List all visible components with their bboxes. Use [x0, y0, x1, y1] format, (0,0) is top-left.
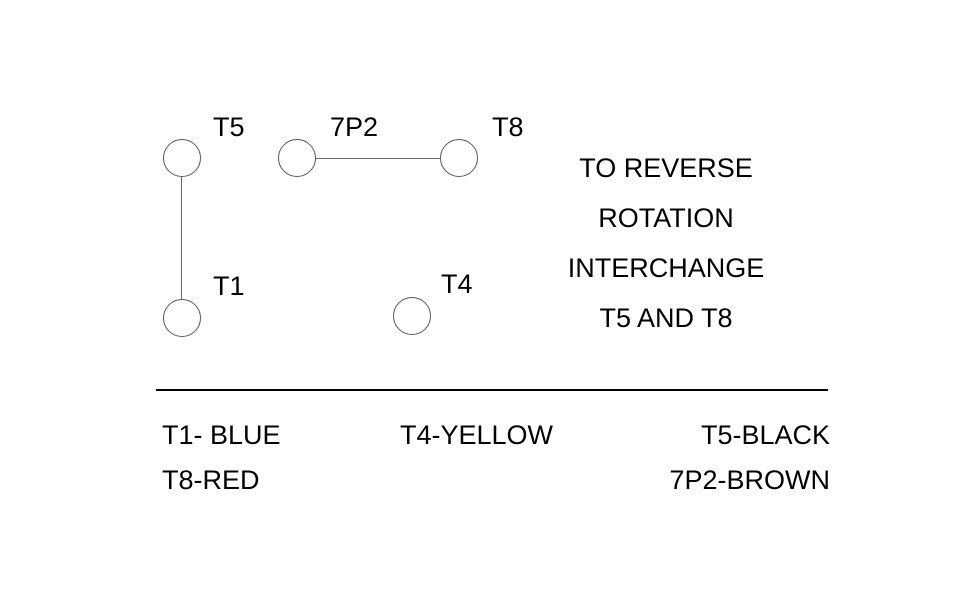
terminal-label-t4: T4	[441, 269, 473, 299]
instruction-line-4: T5 AND T8	[599, 303, 733, 333]
legend-item-7p2-color: 7P2-BROWN	[669, 465, 830, 495]
terminal-node-7p2[interactable]	[278, 139, 316, 177]
legend-item-t4-color: T4-YELLOW	[400, 420, 554, 450]
instruction-block: TO REVERSE ROTATION INTERCHANGE T5 AND T…	[530, 143, 802, 343]
terminal-label-t5: T5	[213, 112, 245, 142]
legend-item-t8-color: T8-RED	[162, 465, 260, 495]
instruction-line-1: TO REVERSE	[579, 153, 753, 183]
wire-color-legend: T1- BLUE T4-YELLOW T5-BLACK T8-RED 7P2-B…	[156, 413, 830, 503]
terminal-label-t1: T1	[213, 271, 245, 301]
terminal-label-t8: T8	[492, 112, 524, 142]
legend-row: T1- BLUE T4-YELLOW T5-BLACK	[156, 413, 830, 458]
terminal-node-t4[interactable]	[393, 297, 431, 335]
terminal-label-7p2: 7P2	[330, 112, 379, 142]
terminal-node-t8[interactable]	[440, 139, 478, 177]
wire-t5-to-t1	[181, 177, 182, 299]
legend-item-t5-color: T5-BLACK	[700, 420, 830, 450]
legend-row: T8-RED 7P2-BROWN	[156, 458, 830, 503]
terminal-node-t1[interactable]	[163, 299, 201, 337]
instruction-line-2: ROTATION	[598, 203, 734, 233]
legend-item-t1-color: T1- BLUE	[162, 420, 281, 450]
section-divider	[156, 389, 828, 391]
instruction-line-3: INTERCHANGE	[567, 253, 765, 283]
terminal-node-t5[interactable]	[163, 139, 201, 177]
wire-7p2-to-t8	[316, 158, 442, 159]
